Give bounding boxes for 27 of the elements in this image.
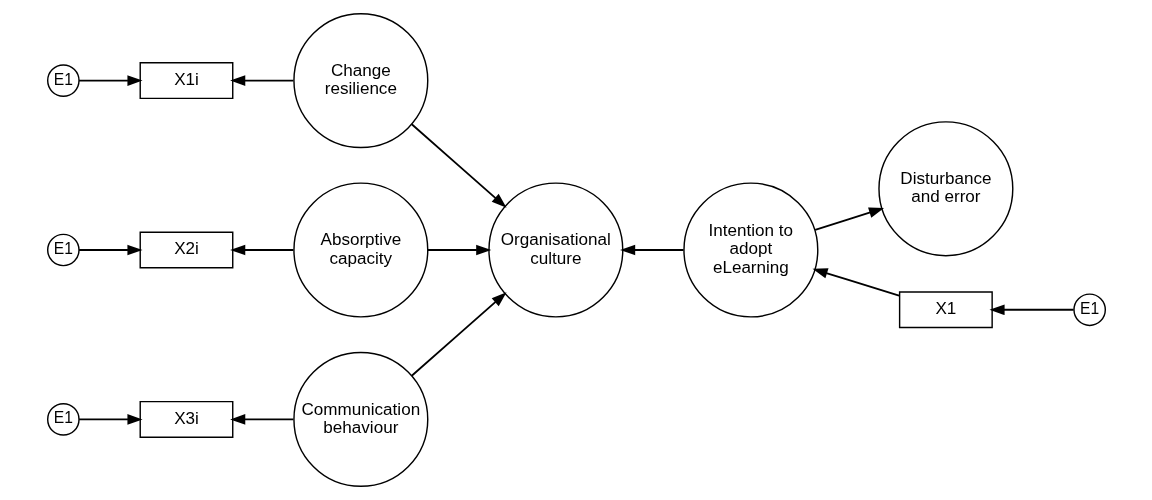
arrow [426, 244, 491, 256]
node-circle: Change resilience [292, 13, 428, 149]
node-box: X1 [898, 291, 993, 329]
node-circle: Communication behaviour [292, 351, 428, 487]
node-circle: E1 [1072, 293, 1106, 327]
arrow [410, 292, 507, 377]
node-circle: Organisational culture [487, 182, 623, 318]
arrow [229, 414, 294, 425]
node-box: X2i [139, 231, 233, 269]
node-circle: Intention to adopt eLearning [682, 182, 818, 318]
node-circle: E1 [46, 64, 80, 97]
arrow [229, 244, 294, 256]
arrow [989, 304, 1075, 316]
arrow [77, 75, 143, 86]
arrow [77, 414, 143, 425]
node-circle: E1 [46, 233, 80, 267]
node-circle: Disturbance and error [877, 121, 1013, 257]
node-circle: Absorptive capacity [292, 182, 428, 318]
node-box: X3i [139, 400, 233, 438]
node-circle: E1 [46, 403, 80, 436]
arrow [77, 244, 143, 256]
arrow [410, 123, 507, 208]
node-box: X1i [139, 62, 233, 100]
arrow [229, 75, 294, 86]
arrow [813, 207, 884, 231]
arrow [812, 268, 900, 297]
arrow [619, 244, 684, 256]
